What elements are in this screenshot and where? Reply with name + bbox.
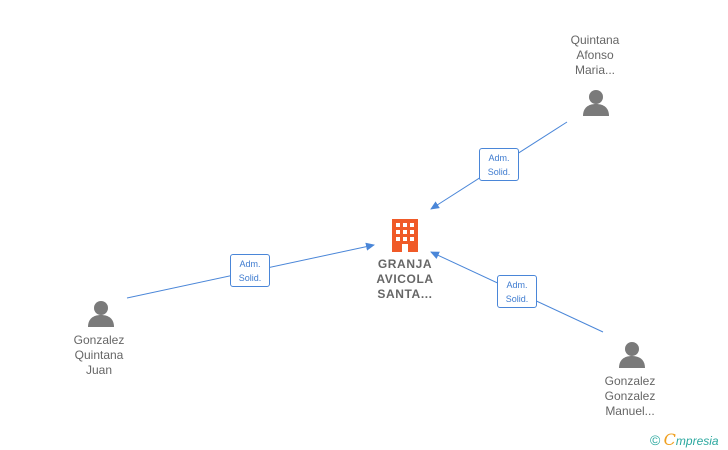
copyright-symbol: © <box>650 432 661 448</box>
person-name-line: Quintana <box>570 33 620 47</box>
empresia-watermark: © Cmpresia <box>650 430 719 449</box>
relation-label: Adm. Solid. <box>230 254 270 287</box>
relation-label-line: Adm. <box>506 280 528 290</box>
person-name-line: Gonzalez <box>73 333 125 347</box>
relation-label-line: Solid. <box>505 294 529 304</box>
person-name-line: Afonso <box>576 48 614 62</box>
relation-label: Adm. Solid. <box>497 275 537 308</box>
relation-label-line: Solid. <box>487 167 511 177</box>
building-icon[interactable] <box>392 219 418 252</box>
company-name[interactable]: GRANJA AVICOLA SANTA... <box>355 257 455 302</box>
person-name-line: Gonzalez <box>604 374 656 388</box>
company-name-line: SANTA... <box>377 287 433 301</box>
person-name-quintana[interactable]: Quintana Afonso Maria... <box>550 33 640 78</box>
person-name-line: Quintana <box>74 348 124 362</box>
person-icon[interactable] <box>583 90 609 116</box>
person-name-gonzalez-manuel[interactable]: Gonzalez Gonzalez Manuel... <box>585 374 675 419</box>
person-name-line: Maria... <box>574 63 615 77</box>
relation-label-line: Adm. <box>239 259 261 269</box>
company-name-line: GRANJA <box>377 257 433 271</box>
person-icon[interactable] <box>88 301 114 327</box>
person-icon[interactable] <box>619 342 645 368</box>
relation-label: Adm. Solid. <box>479 148 519 181</box>
relation-label-line: Solid. <box>238 273 262 283</box>
brand-name: mpresia <box>675 434 719 448</box>
person-name-line: Juan <box>85 363 113 377</box>
brand-initial: C <box>663 430 676 449</box>
person-name-line: Manuel... <box>605 404 655 418</box>
company-name-line: AVICOLA <box>376 272 434 286</box>
person-name-line: Gonzalez <box>604 389 656 403</box>
person-name-gonzalez-juan[interactable]: Gonzalez Quintana Juan <box>54 333 144 378</box>
relation-label-line: Adm. <box>488 153 510 163</box>
